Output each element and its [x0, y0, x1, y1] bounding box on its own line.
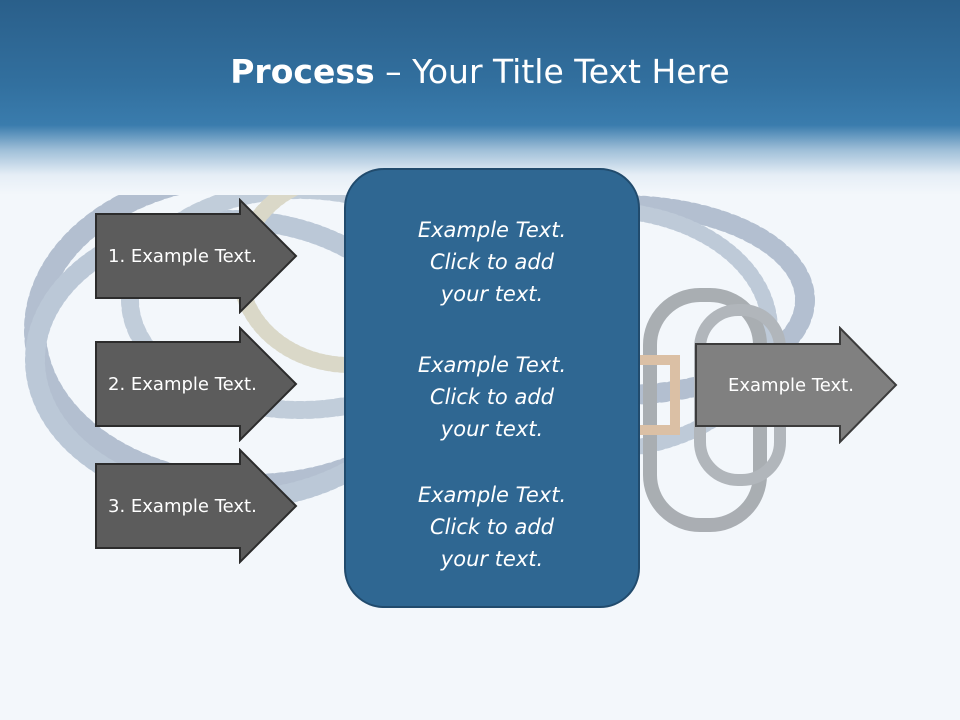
title-bold: Process [230, 52, 375, 91]
block-line: Example Text. [417, 483, 567, 507]
block-line: your text. [440, 547, 544, 571]
center-text-block-2[interactable]: Example Text. Click to add your text. [346, 349, 638, 445]
arrow-shape [95, 326, 298, 442]
block-line: your text. [440, 282, 544, 306]
right-arrow[interactable]: Example Text. [694, 326, 900, 444]
left-arrow-3-label: 3. Example Text. [108, 495, 257, 517]
block-line: your text. [440, 417, 544, 441]
left-arrow-1[interactable]: 1. Example Text. [94, 198, 300, 314]
center-text-block-1[interactable]: Example Text. Click to add your text. [346, 214, 638, 310]
right-arrow-label: Example Text. [728, 374, 854, 396]
title-rest: – Your Title Text Here [374, 52, 730, 91]
center-text-block-3[interactable]: Example Text. Click to add your text. [346, 479, 638, 575]
left-arrow-1-label: 1. Example Text. [108, 245, 257, 267]
block-line: Click to add [429, 515, 554, 539]
block-line: Example Text. [417, 218, 567, 242]
left-arrow-2-label: 2. Example Text. [108, 373, 257, 395]
slide-title[interactable]: Process – Your Title Text Here [0, 52, 960, 91]
left-arrow-2[interactable]: 2. Example Text. [94, 326, 300, 442]
block-line: Example Text. [417, 353, 567, 377]
block-line: Click to add [429, 385, 554, 409]
block-line: Click to add [429, 250, 554, 274]
title-bar [0, 0, 960, 195]
center-content-box[interactable]: Example Text. Click to add your text. Ex… [344, 168, 640, 608]
left-arrow-3[interactable]: 3. Example Text. [94, 448, 300, 564]
arrow-shape [695, 326, 898, 444]
arrow-shape [95, 448, 298, 564]
arrow-shape [95, 198, 298, 314]
